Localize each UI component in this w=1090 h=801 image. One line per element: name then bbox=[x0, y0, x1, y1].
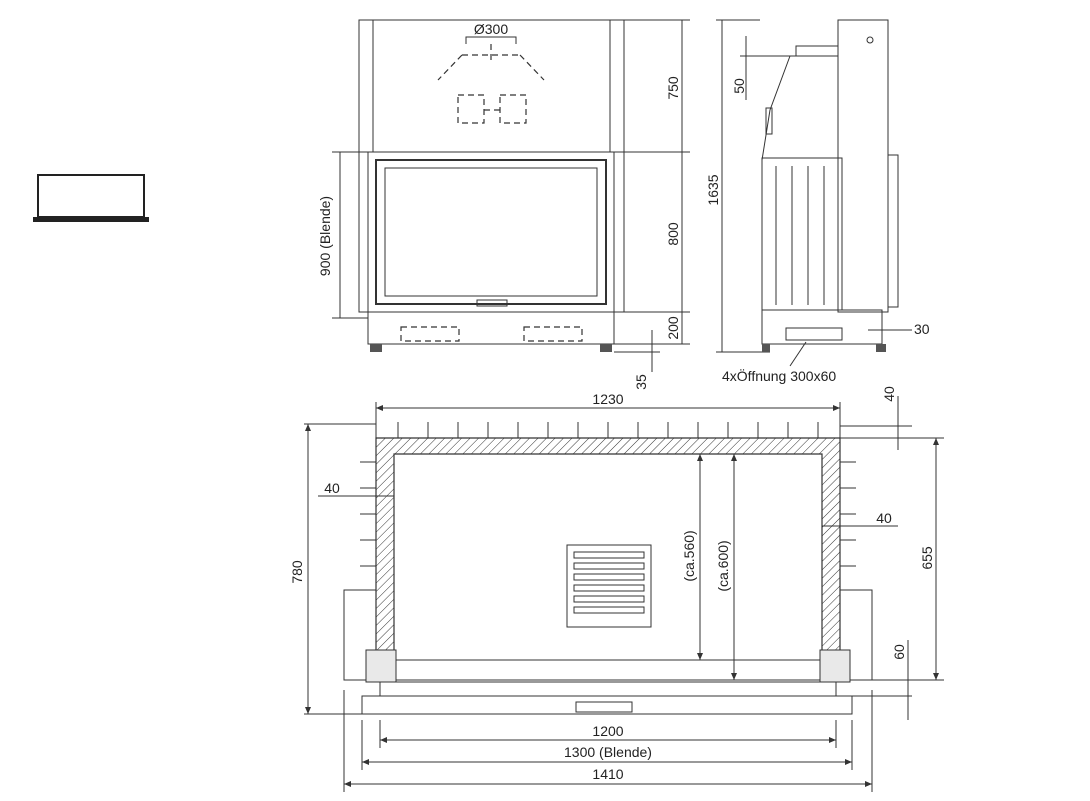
front-dimensions bbox=[332, 19, 690, 372]
dim-1230: 1230 bbox=[592, 391, 623, 407]
dim-1200: 1200 bbox=[592, 723, 623, 739]
dim-60: 60 bbox=[891, 644, 907, 660]
front-view bbox=[358, 19, 625, 352]
dim-ca560: (ca.560) bbox=[681, 530, 697, 581]
dim-800: 800 bbox=[665, 222, 681, 246]
anchor-ticks bbox=[360, 422, 856, 567]
diameter-label: Ø300 bbox=[474, 21, 508, 37]
dim-655: 655 bbox=[919, 546, 935, 570]
opening-note: 4xÖffnung 300x60 bbox=[722, 367, 836, 384]
dim-1410: 1410 bbox=[592, 766, 623, 782]
dim-ca600: (ca.600) bbox=[715, 540, 731, 591]
dim-50: 50 bbox=[731, 78, 747, 94]
dim-200: 200 bbox=[665, 316, 681, 340]
dim-40-left: 40 bbox=[324, 480, 340, 496]
dim-40-top: 40 bbox=[881, 386, 897, 402]
dim-40-right: 40 bbox=[876, 510, 892, 526]
dim-35: 35 bbox=[633, 374, 649, 390]
dim-780: 780 bbox=[289, 560, 305, 584]
dim-30: 30 bbox=[914, 321, 930, 337]
side-view bbox=[716, 19, 912, 367]
vent-grille bbox=[573, 551, 645, 614]
dim-1300-blende: 1300 (Blende) bbox=[564, 744, 652, 760]
fireplace-front-view-icon bbox=[33, 174, 149, 222]
dim-750: 750 bbox=[665, 76, 681, 100]
plan-view bbox=[304, 396, 944, 792]
dim-1635: 1635 bbox=[705, 174, 721, 205]
dim-blende-height: 900 (Blende) bbox=[317, 196, 333, 276]
